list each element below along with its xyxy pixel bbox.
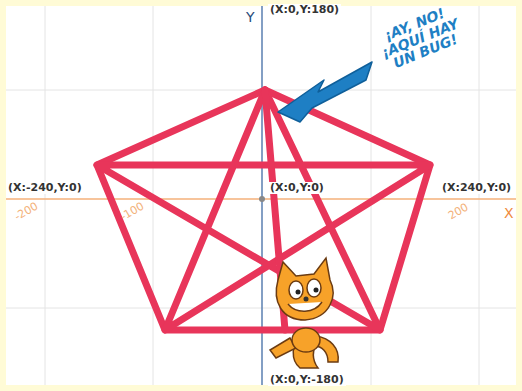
axis-name: X: [504, 206, 514, 221]
stage-ground: [6, 6, 516, 385]
grid: [6, 6, 516, 385]
axis-name: Y: [246, 10, 255, 25]
coordinate-label: (X:240,Y:0): [440, 182, 513, 194]
coordinate-label: (X:0,Y:-180): [268, 374, 346, 386]
pentagon-star: [97, 90, 430, 330]
coordinate-label: (X:0,Y:0): [268, 182, 326, 194]
coordinate-label: (X:-240,Y:0): [6, 182, 84, 194]
scratch-cat: [270, 258, 338, 368]
origin-dot: [259, 196, 265, 202]
bug-arrow: [278, 62, 372, 122]
coordinate-label: (X:0,Y:180): [268, 4, 341, 16]
